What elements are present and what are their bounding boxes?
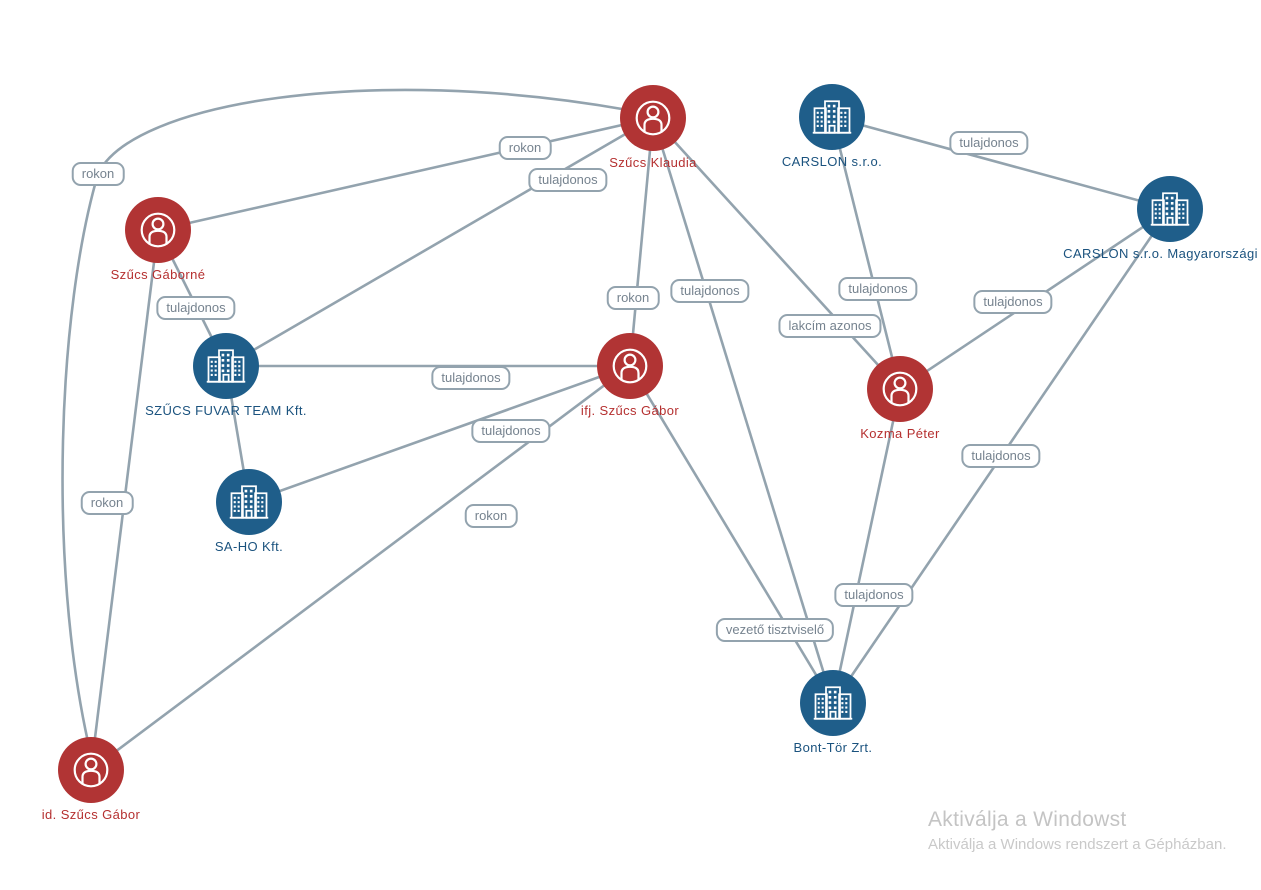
edge-label-szucs-gaborne--szucs-fuvar-team: tulajdonos bbox=[156, 296, 236, 320]
building-icon bbox=[228, 485, 270, 519]
edge-label-ifj-szucs-gabor--sa-ho: tulajdonos bbox=[471, 419, 551, 443]
edge-szucs-klaudia--bont-tor bbox=[651, 117, 835, 704]
node-sa-ho[interactable] bbox=[216, 469, 282, 535]
edge-label-carslon--kozma-peter: tulajdonos bbox=[838, 277, 918, 301]
node-szucs-gaborne[interactable] bbox=[125, 197, 191, 263]
edge-label-szucs-gaborne--szucs-klaudia: rokon bbox=[498, 136, 552, 160]
edge-label-carslon-magyarorszagi--bont-tor: tulajdonos bbox=[961, 444, 1041, 468]
node-label-szucs-klaudia: Szűcs Klaudia bbox=[609, 155, 697, 170]
building-icon bbox=[812, 686, 854, 720]
edge-szucs-gaborne--szucs-klaudia bbox=[157, 116, 654, 232]
watermark-subtitle: Aktiválja a Windows rendszert a Gépházba… bbox=[928, 836, 1227, 853]
edge-label-ifj-szucs-gabor--bont-tor: vezető tisztviselő bbox=[715, 618, 835, 642]
edge-kozma-peter--bont-tor bbox=[831, 388, 902, 704]
edge-label-kozma-peter--bont-tor: tulajdonos bbox=[834, 583, 914, 607]
person-icon bbox=[612, 348, 648, 384]
node-label-id-szucs-gabor: id. Szűcs Gábor bbox=[41, 807, 141, 822]
edge-szucs-klaudia--ifj-szucs-gabor bbox=[628, 117, 655, 367]
edge-szucs-klaudia--szucs-fuvar-team bbox=[225, 116, 654, 368]
edge-label-szucs-gaborne--id-szucs-gabor: rokon bbox=[80, 491, 134, 515]
edge-label-szucs-klaudia--szucs-fuvar-team: tulajdonos bbox=[528, 168, 608, 192]
node-label-szucs-gaborne: Szűcs Gáborné bbox=[110, 267, 206, 282]
node-id-szucs-gabor[interactable] bbox=[58, 737, 124, 803]
person-icon bbox=[140, 212, 176, 248]
node-label-bont-tor: Bont-Tör Zrt. bbox=[793, 740, 873, 755]
edge-label-szucs-klaudia--kozma-peter: lakcím azonos bbox=[778, 314, 882, 338]
node-kozma-peter[interactable] bbox=[867, 356, 933, 422]
node-bont-tor[interactable] bbox=[800, 670, 866, 736]
building-icon bbox=[811, 100, 853, 134]
windows-activation-watermark: Aktiválja a Windowst Aktiválja a Windows… bbox=[928, 808, 1226, 853]
building-icon bbox=[205, 349, 247, 383]
person-icon bbox=[635, 100, 671, 136]
edge-label-id-szucs-gabor--ifj-szucs-gabor: rokon bbox=[464, 504, 518, 528]
edge-label-kozma-peter--carslon-magyarorszagi: tulajdonos bbox=[973, 290, 1053, 314]
node-label-carslon: CARSLON s.r.o. bbox=[781, 154, 883, 169]
node-szucs-klaudia[interactable] bbox=[620, 85, 686, 151]
watermark-title: Aktiválja a Windowst bbox=[928, 808, 1127, 831]
edge-carslon--kozma-peter bbox=[830, 116, 902, 390]
edge-label-carslon--carslon-magyarorszagi: tulajdonos bbox=[949, 131, 1029, 155]
node-label-kozma-peter: Kozma Péter bbox=[860, 426, 940, 441]
edge-label-szucs-klaudia--ifj-szucs-gabor: rokon bbox=[606, 286, 660, 310]
edge-ifj-szucs-gabor--sa-ho bbox=[248, 364, 631, 504]
node-carslon[interactable] bbox=[799, 84, 865, 150]
node-ifj-szucs-gabor[interactable] bbox=[597, 333, 663, 399]
edge-label-szucs-fuvar-team--ifj-szucs-gabor: tulajdonos bbox=[431, 366, 511, 390]
edge-ifj-szucs-gabor--bont-tor bbox=[628, 365, 835, 704]
node-szucs-fuvar-team[interactable] bbox=[193, 333, 259, 399]
person-icon bbox=[882, 371, 918, 407]
node-carslon-magyarorszagi[interactable] bbox=[1137, 176, 1203, 242]
node-label-szucs-fuvar-team: SZŰCS FUVAR TEAM Kft. bbox=[145, 403, 307, 418]
node-label-carslon-magyarorszagi: CARSLON s.r.o. Magyarországi F.. bbox=[1063, 246, 1261, 261]
edge-label-id-szucs-gabor--szucs-klaudia: rokon bbox=[71, 162, 125, 186]
node-label-ifj-szucs-gabor: ifj. Szűcs Gábor bbox=[580, 403, 680, 418]
edge-label-szucs-klaudia--bont-tor: tulajdonos bbox=[670, 279, 750, 303]
person-icon bbox=[73, 752, 109, 788]
edge-szucs-klaudia--kozma-peter bbox=[652, 117, 901, 390]
node-label-sa-ho: SA-HO Kft. bbox=[214, 539, 284, 554]
edge-carslon--carslon-magyarorszagi bbox=[831, 115, 1171, 211]
building-icon bbox=[1149, 192, 1191, 226]
